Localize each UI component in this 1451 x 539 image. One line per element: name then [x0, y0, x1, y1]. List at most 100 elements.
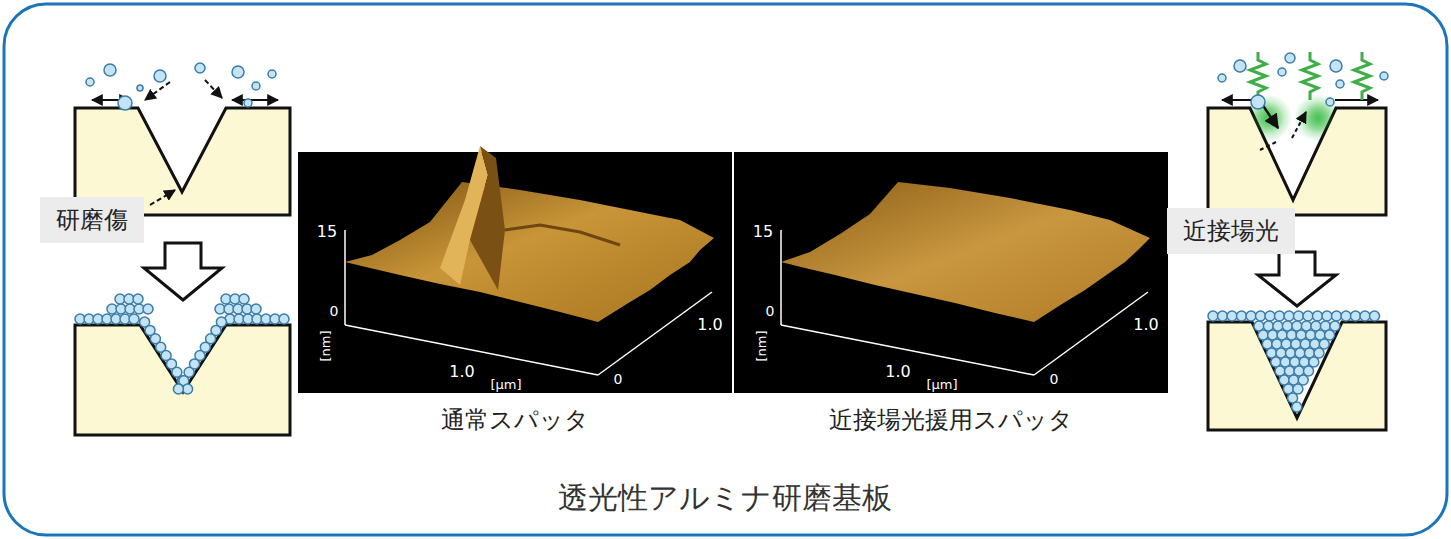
deposition-arrow [145, 82, 170, 100]
afm-surface [345, 182, 714, 322]
particle [1313, 311, 1323, 321]
particle [1380, 72, 1388, 80]
particle [1234, 60, 1246, 72]
particle [1251, 95, 1265, 109]
particle [268, 70, 276, 78]
particles [75, 53, 1388, 412]
axis-label: [nm] [755, 330, 769, 361]
particle [1351, 311, 1361, 321]
particle [129, 314, 139, 324]
particle [1336, 80, 1344, 88]
particle [1265, 311, 1275, 321]
axis-label: 0 [1050, 372, 1059, 387]
particle [104, 64, 116, 76]
particle [195, 63, 205, 73]
particle [1314, 348, 1324, 358]
particle [1330, 60, 1342, 72]
particle [1330, 321, 1340, 331]
particle [1256, 311, 1266, 321]
label-box: 近接場光 [1167, 208, 1295, 254]
substrate [1208, 108, 1386, 215]
particle [1370, 311, 1380, 321]
migration-arrow [232, 99, 278, 101]
particle [1325, 330, 1335, 340]
afm-image [298, 152, 732, 393]
particle [244, 99, 252, 107]
axis-label: 1.0 [1133, 316, 1158, 334]
axis [1034, 292, 1148, 375]
light-wave [1302, 52, 1318, 100]
particle [1278, 68, 1286, 76]
particle [239, 294, 249, 304]
axis-label: 1.0 [697, 316, 722, 334]
particle [86, 78, 94, 86]
particle [1332, 311, 1342, 321]
light-wave [1354, 52, 1370, 100]
caption: 透光性アルミナ研磨基板 [558, 481, 892, 514]
near-field-glow [1302, 102, 1334, 134]
migration-arrow [1335, 99, 1378, 101]
particle [1275, 311, 1285, 321]
axis [780, 230, 782, 325]
axis-label: 0 [330, 304, 339, 319]
axis-label: 0 [614, 372, 623, 387]
particle [1246, 311, 1256, 321]
axis-label: 15 [317, 223, 337, 241]
axis-label: 1.0 [885, 363, 910, 381]
migration-arrow [1292, 112, 1306, 138]
image-caption: 近接場光援用スパッタ [829, 407, 1073, 433]
label-text: 近接場光 [1183, 215, 1279, 247]
particle [1298, 375, 1308, 385]
particle [251, 304, 261, 314]
deposition-arrow [205, 80, 222, 98]
particle [1292, 402, 1302, 412]
particle [1322, 311, 1332, 321]
particle [1285, 53, 1295, 63]
particle [137, 85, 143, 91]
afm-surface [781, 182, 1150, 322]
label-text: 研磨傷 [56, 204, 128, 236]
migration-arrow [1262, 104, 1278, 128]
axis-label: [nm] [319, 330, 333, 361]
particle [173, 384, 183, 394]
particle [279, 314, 289, 324]
label-box: 研磨傷 [40, 197, 144, 243]
axis-label: 0 [766, 304, 775, 319]
migration-arrow [1260, 142, 1276, 150]
particle [1319, 339, 1329, 349]
particle [232, 66, 244, 78]
afm-ridge [470, 146, 505, 290]
axis-label: [μm] [490, 378, 521, 392]
particle [118, 96, 132, 110]
axis [344, 230, 346, 325]
image-caption: 通常スパッタ [441, 407, 589, 433]
substrate [1208, 322, 1386, 430]
axis-label: 15 [753, 223, 773, 241]
particle [1218, 74, 1226, 82]
particle [1284, 311, 1294, 321]
particle [1326, 98, 1334, 106]
substrate [75, 325, 290, 435]
process-arrow [144, 243, 222, 300]
particle [1237, 311, 1247, 321]
particle [1309, 357, 1319, 367]
particle [154, 70, 166, 82]
leader-line [150, 190, 175, 205]
process-arrow [1258, 252, 1336, 306]
axis-label: [μm] [926, 378, 957, 392]
particle [1208, 311, 1218, 321]
particle [1293, 384, 1303, 394]
frame [4, 4, 1447, 535]
particle [1294, 311, 1304, 321]
particle [1341, 311, 1351, 321]
particle [143, 304, 153, 314]
particle [252, 82, 260, 90]
axis-label: 1.0 [449, 363, 474, 381]
particle [1304, 366, 1314, 376]
particle [133, 294, 143, 304]
particle [1303, 311, 1313, 321]
particle [1360, 311, 1370, 321]
